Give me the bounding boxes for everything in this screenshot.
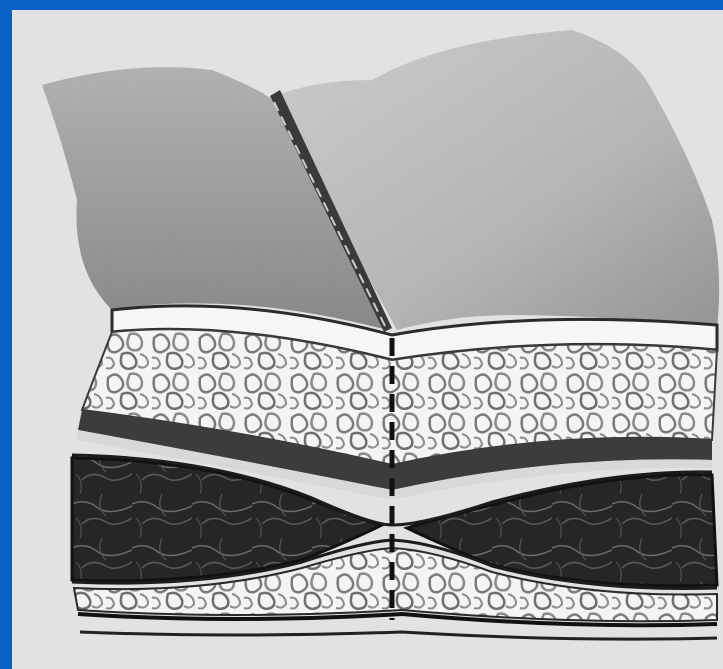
abdominal-wall-illustration bbox=[12, 10, 723, 669]
illustration-canvas bbox=[12, 10, 723, 669]
